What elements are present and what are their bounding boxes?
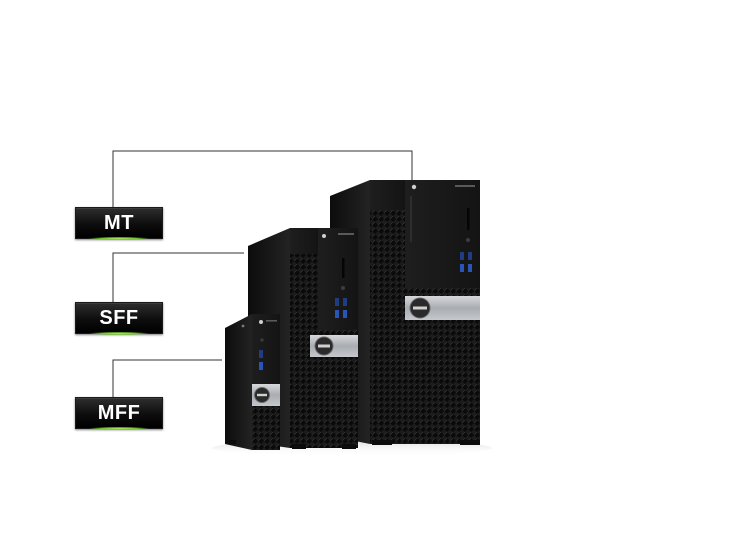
label-sff: SFF bbox=[75, 302, 163, 335]
mt-tower-top-panel bbox=[405, 180, 480, 288]
callout-line-mff bbox=[112, 359, 222, 397]
sff-usb-ports-icon bbox=[335, 298, 347, 318]
mff-power-button-icon bbox=[259, 320, 263, 324]
mt-card-slot bbox=[467, 208, 470, 230]
mt-tower-drive-bay bbox=[410, 196, 412, 242]
mff-usb-ports-icon bbox=[259, 350, 263, 370]
sff-card-slot bbox=[342, 258, 345, 278]
mff-micro bbox=[225, 314, 280, 450]
mt-power-button-icon bbox=[411, 184, 417, 190]
mt-model-mark bbox=[455, 185, 475, 187]
callout-lines bbox=[112, 150, 413, 397]
mt-usb-ports-icon bbox=[460, 252, 472, 272]
callout-line-mt bbox=[112, 150, 413, 207]
mff-side bbox=[225, 314, 252, 450]
callout-line-sff bbox=[112, 252, 244, 302]
label-mt: MT bbox=[75, 207, 163, 240]
sff-power-button-icon bbox=[322, 234, 326, 238]
mff-top-panel bbox=[252, 314, 280, 384]
label-mff: MFF bbox=[75, 397, 163, 430]
